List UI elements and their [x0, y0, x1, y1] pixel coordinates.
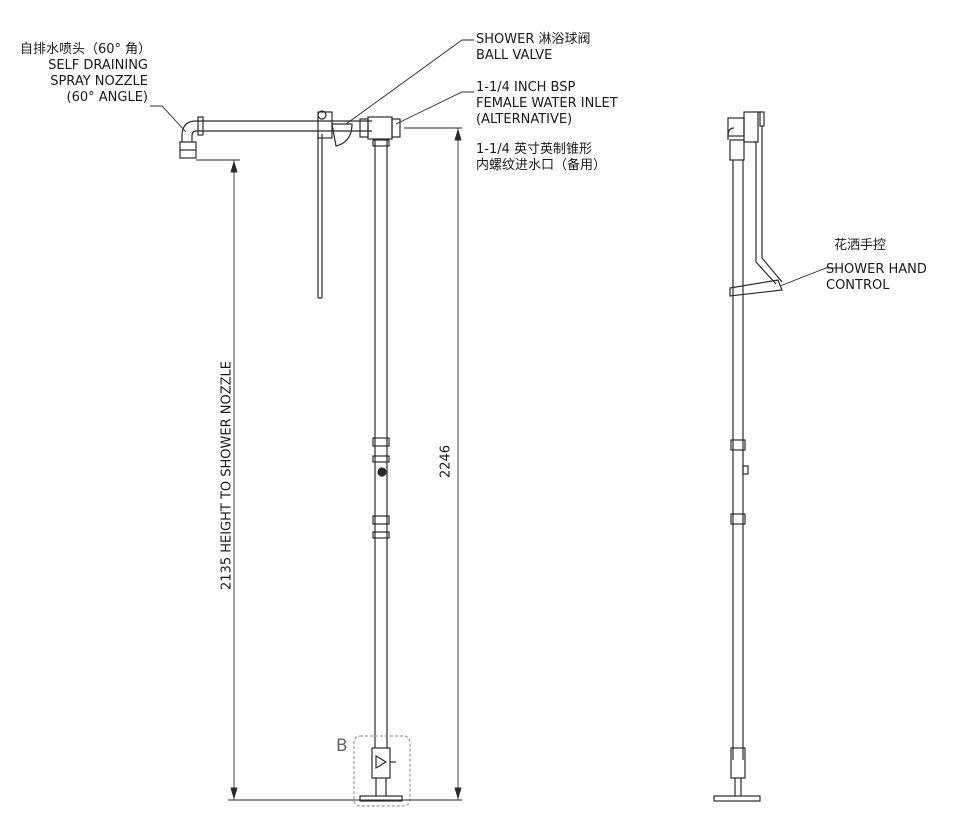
dim-overall-height-label: 2246 [438, 444, 454, 479]
inlet-label: 1-1/4 INCH BSP FEMALE WATER INLET (ALTER… [476, 80, 618, 128]
nozzle-label-line2: SPRAY NOZZLE [50, 74, 148, 89]
inlet-label-line1: 1-1/4 INCH BSP [476, 80, 576, 95]
coupling-2 [372, 515, 390, 525]
ball-valve-label-line1: SHOWER 淋浴球阀 [476, 32, 591, 47]
nozzle-elbow-outer [181, 120, 197, 142]
hand-control-label: 花洒手控 SHOWER HAND CONTROL [826, 238, 927, 294]
hand-control-label-line2: CONTROL [826, 278, 890, 293]
hand-control-label-cn: 花洒手控 [834, 238, 887, 253]
mount-bolt [377, 467, 387, 477]
hand-control-paddle [729, 279, 783, 297]
inlet-label-cn-line2: 内螺纹进水口（备用） [476, 158, 607, 173]
nozzle-label-line3: (60° ANGLE) [66, 90, 148, 105]
nozzle-label-cn: 自排水喷头（60° 角） [20, 42, 152, 57]
side-view [713, 111, 783, 802]
side-pull-rod [755, 142, 777, 285]
nozzle-label: 自排水喷头（60° 角） SELF DRAINING SPRAY NOZZLE … [20, 42, 152, 106]
inlet-label-line3: (ALTERNATIVE) [476, 112, 573, 127]
tee-fitting [367, 116, 393, 140]
inlet-label-line2: FEMALE WATER INLET [476, 96, 618, 111]
ball-valve-handle [331, 123, 353, 147]
leader-lines [150, 39, 838, 287]
detail-b-label: B [336, 736, 348, 756]
side-elbow [727, 117, 745, 137]
nozzle-elbow-inner [191, 130, 197, 142]
nozzle-label-line1: SELF DRAINING [48, 58, 148, 73]
ball-valve-label-line2: BALL VALVE [476, 48, 553, 63]
detail-b-box [353, 735, 411, 807]
inlet-label-cn: 1-1/4 英寸英制锥形 内螺纹进水口（备用） [476, 142, 606, 174]
dimension-lines [196, 127, 462, 801]
side-floor-flange [713, 795, 761, 802]
floor-flange [359, 795, 403, 802]
side-valve [743, 111, 759, 143]
water-inlet [391, 118, 401, 138]
ball-valve-label: SHOWER 淋浴球阀 BALL VALVE [476, 32, 591, 64]
inlet-label-cn-line1: 1-1/4 英寸英制锥形 [476, 142, 593, 157]
dim-nozzle-height-label: 2135 HEIGHT TO SHOWER NOZZLE [219, 361, 235, 590]
front-view [179, 110, 403, 802]
base-fitting [371, 747, 391, 779]
coupling-1 [372, 437, 390, 447]
ball-valve-body [317, 111, 333, 139]
hand-control-label-line1: SHOWER HAND [826, 262, 927, 277]
